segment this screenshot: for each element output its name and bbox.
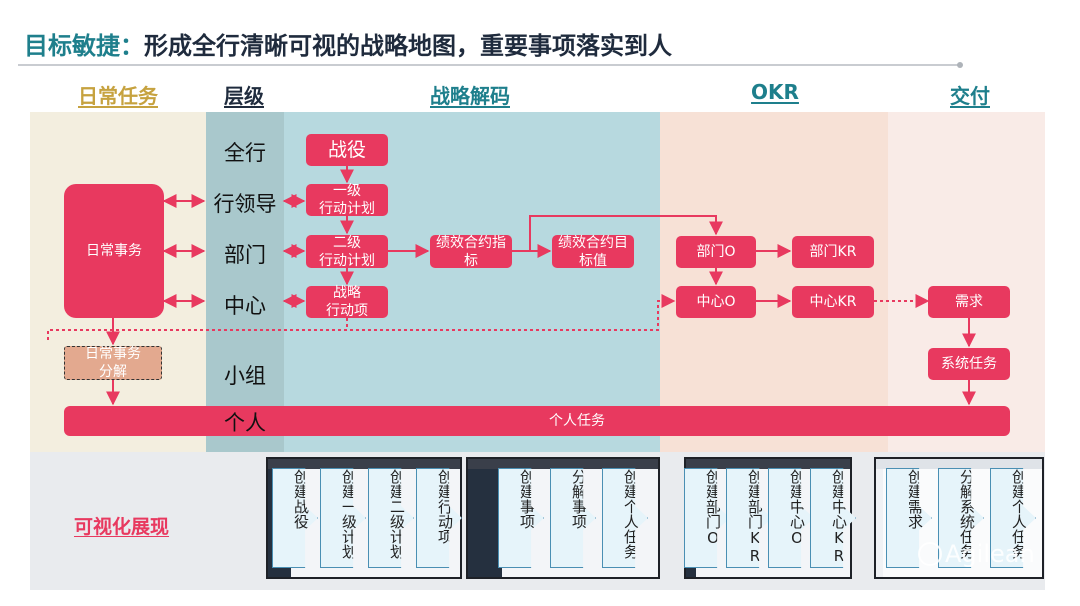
band-level bbox=[206, 112, 284, 452]
box-system-task: 系统任务 bbox=[928, 348, 1010, 380]
watermark-logo bbox=[918, 542, 942, 566]
title-highlight: 目标敏捷： bbox=[24, 32, 144, 60]
title-text: 形成全行清晰可视的战略地图，重要事项落实到人 bbox=[144, 32, 672, 60]
level-leadership: 行领导 bbox=[213, 192, 277, 216]
column-header-daily: 日常任务 bbox=[78, 84, 158, 108]
box-requirement: 需求 bbox=[928, 286, 1010, 318]
box-perf-target: 绩效合约目 标值 bbox=[552, 235, 634, 269]
box-personal-task: 个人任务 bbox=[64, 406, 1010, 436]
box-center-kr: 中心KR bbox=[792, 286, 874, 318]
column-header-okr: OKR bbox=[751, 80, 799, 104]
column-header-delivery: 交付 bbox=[950, 84, 990, 108]
box-dept-kr: 部门KR bbox=[792, 236, 874, 268]
column-header-strategy: 战略解码 bbox=[430, 84, 510, 108]
box-campaign: 战役 bbox=[306, 134, 388, 166]
level-team: 小组 bbox=[224, 364, 266, 388]
level-department: 部门 bbox=[224, 243, 266, 267]
box-perf-indicator: 绩效合约指 标 bbox=[430, 235, 512, 269]
level-bank: 全行 bbox=[224, 141, 266, 165]
visualization-label: 可视化展现 bbox=[74, 516, 170, 538]
box-center-o: 中心O bbox=[676, 286, 756, 318]
box-dept-o: 部门O bbox=[676, 236, 756, 268]
watermark-text: Agilean bbox=[945, 540, 1035, 568]
column-header-level: 层级 bbox=[224, 84, 264, 108]
level-center: 中心 bbox=[224, 294, 266, 318]
divider-dot bbox=[957, 62, 963, 68]
box-strategic-item: 战略 行动项 bbox=[306, 285, 388, 319]
page-title: 目标敏捷：形成全行清晰可视的战略地图，重要事项落实到人 bbox=[24, 26, 672, 61]
title-divider bbox=[18, 64, 960, 66]
box-plan-l1: 一级 行动计划 bbox=[306, 183, 388, 217]
box-daily-affairs: 日常事务 bbox=[64, 184, 164, 318]
box-plan-l2: 二级 行动计划 bbox=[306, 235, 388, 269]
band-okr bbox=[660, 112, 888, 452]
box-daily-decompose: 日常事务 分解 bbox=[64, 346, 162, 380]
level-individual-label: 个人 bbox=[224, 411, 266, 435]
